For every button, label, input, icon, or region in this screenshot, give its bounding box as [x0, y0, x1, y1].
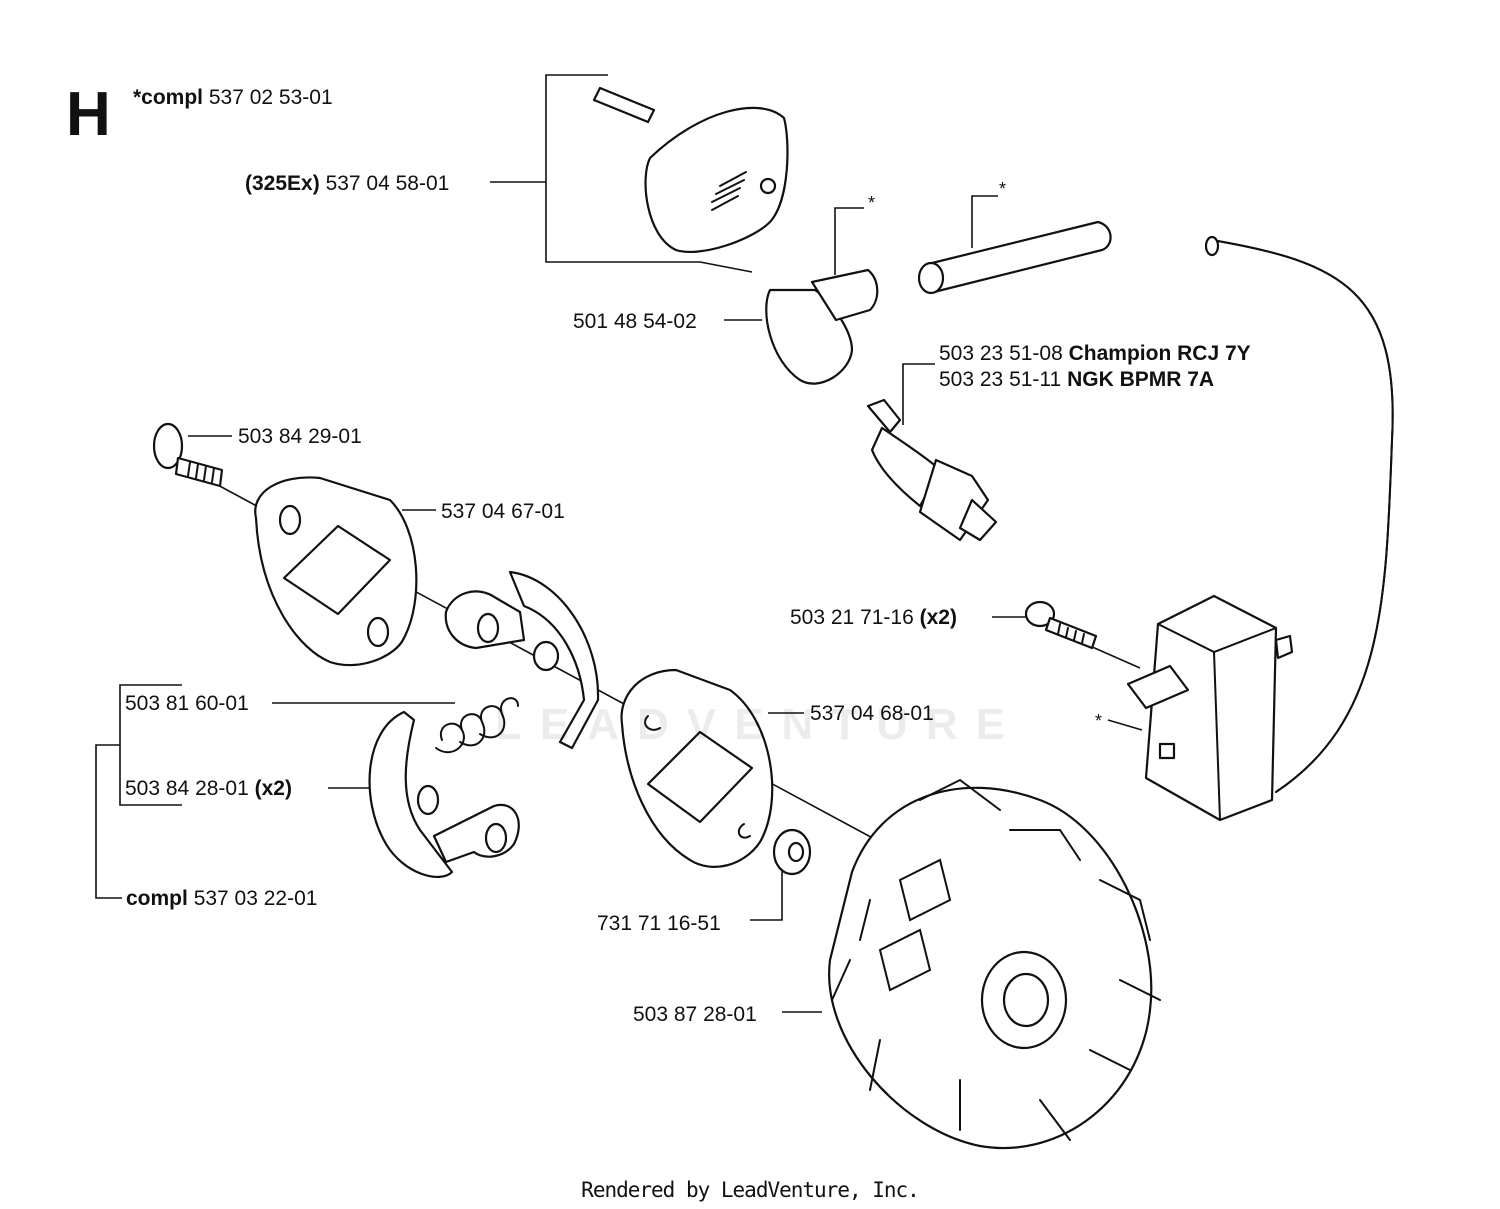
label-screw: 503 84 29-01 — [238, 425, 362, 448]
label-plug-ngk: 503 23 51-11 NGK BPMR 7A — [939, 368, 1215, 391]
flywheel-part — [828, 778, 1161, 1150]
coil-screw-part — [1024, 600, 1098, 650]
asterisk-module: * — [1095, 711, 1103, 731]
label-clutch-shoe: 503 84 28-01 (x2) — [125, 777, 292, 800]
washer-part — [772, 828, 812, 876]
section-letter: H — [66, 80, 111, 149]
label-flywheel: 503 87 28-01 — [633, 1003, 757, 1026]
label-plate-1: 537 04 67-01 — [441, 500, 565, 523]
watermark: LEADVENTURE — [495, 700, 1024, 749]
label-plate-2: 537 04 68-01 — [810, 702, 934, 725]
plate-2-part — [620, 668, 774, 868]
label-spring: 503 81 60-01 — [125, 692, 249, 715]
footer-credit: Rendered by LeadVenture, Inc. — [581, 1178, 920, 1202]
asterisk-tube: * — [999, 179, 1007, 199]
label-washer: 731 71 16-51 — [597, 912, 721, 935]
label-clutch-compl: compl 537 03 22-01 — [126, 887, 318, 910]
label-coil-screw: 503 21 71-16 (x2) — [790, 606, 957, 629]
tube-part — [917, 220, 1112, 295]
shoulder-screw-part — [152, 422, 224, 488]
label-boot: 501 48 54-02 — [573, 310, 697, 333]
spark-plug-part — [866, 398, 998, 542]
ignition-wire-part — [1204, 235, 1394, 793]
cap-cover-part — [592, 86, 789, 254]
clutch-shoe-lower-part — [368, 710, 520, 879]
spring-part — [435, 697, 519, 754]
label-cover: (325Ex) 537 04 58-01 — [245, 172, 450, 195]
plate-1-part — [254, 476, 418, 667]
label-plug-champion: 503 23 51-08 Champion RCJ 7Y — [939, 342, 1251, 365]
label-compl-top: *compl 537 02 53-01 — [133, 86, 333, 109]
ignition-module-part — [1126, 594, 1294, 822]
plug-boot-part — [765, 268, 879, 385]
asterisk-boot: * — [868, 193, 876, 213]
clutch-shoe-upper-part — [444, 570, 600, 750]
